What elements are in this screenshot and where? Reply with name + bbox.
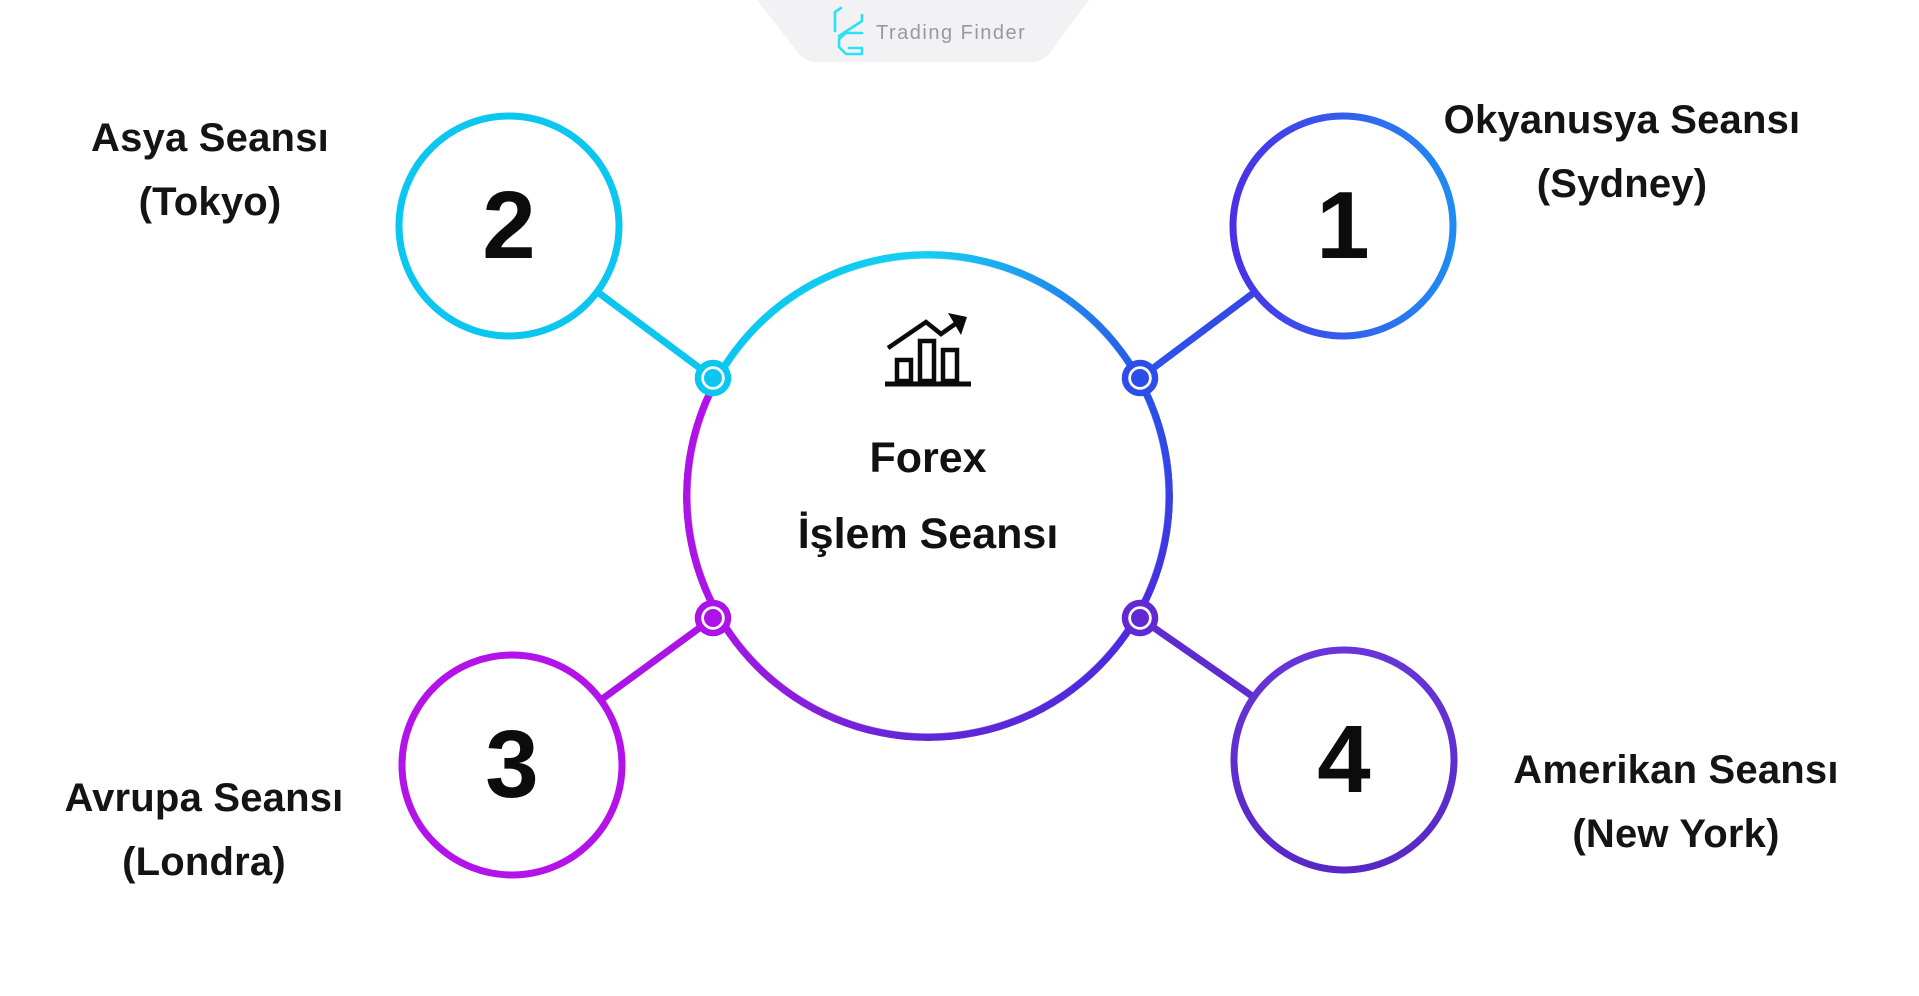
label-america-name: Amerikan Seansı bbox=[1513, 748, 1839, 792]
label-america-session: Amerikan Seansı (New York) bbox=[1466, 738, 1886, 866]
label-europe-city: (Londra) bbox=[122, 840, 286, 884]
label-america-city: (New York) bbox=[1572, 812, 1780, 856]
label-oceania-session: Okyanusya Seansı (Sydney) bbox=[1412, 88, 1832, 216]
session-4-number: 4 bbox=[1317, 706, 1371, 813]
label-europe-session: Avrupa Seansı (Londra) bbox=[4, 766, 404, 894]
session-3-number: 3 bbox=[485, 711, 539, 818]
label-oceania-city: (Sydney) bbox=[1536, 162, 1708, 206]
session-2-number: 2 bbox=[482, 172, 536, 279]
trading-finder-wordmark: Trading Finder bbox=[876, 22, 1027, 44]
trading-finder-logo-icon bbox=[833, 6, 864, 56]
center-title-line1: Forex bbox=[869, 434, 987, 482]
label-asia-city: (Tokyo) bbox=[138, 180, 282, 224]
center-title-line2: İşlem Seansı bbox=[797, 510, 1059, 558]
label-oceania-name: Okyanusya Seansı bbox=[1443, 98, 1801, 142]
label-asia-name: Asya Seansı bbox=[91, 116, 329, 160]
label-asia-session: Asya Seansı (Tokyo) bbox=[10, 106, 410, 234]
label-europe-name: Avrupa Seansı bbox=[64, 776, 344, 820]
center-title: Forex İşlem Seansı bbox=[728, 420, 1128, 572]
